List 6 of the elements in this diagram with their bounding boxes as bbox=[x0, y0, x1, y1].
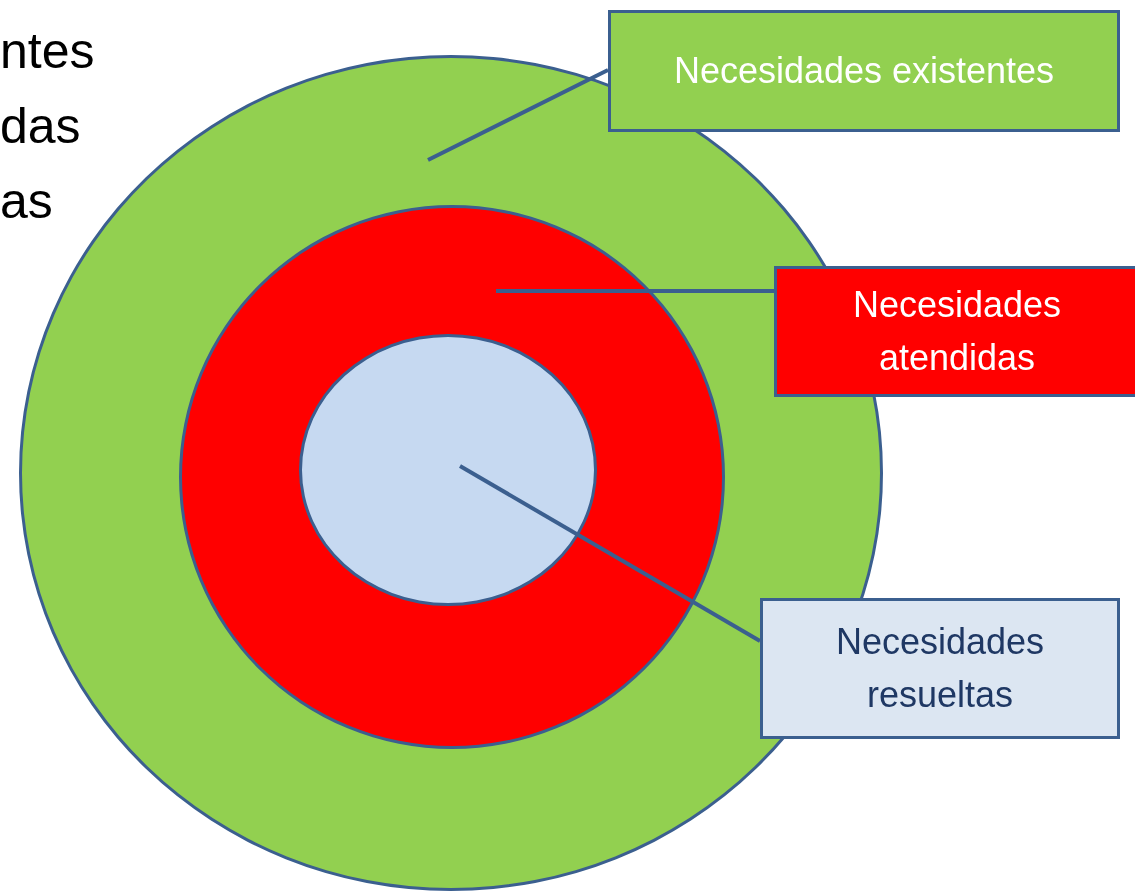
callout-box: Necesidades atendidas bbox=[774, 266, 1135, 397]
leader-line bbox=[427, 68, 609, 162]
leader-line bbox=[459, 464, 761, 643]
callout-box: Necesidades resueltas bbox=[760, 598, 1120, 739]
callout-box: Necesidades existentes bbox=[608, 10, 1120, 132]
leader-line bbox=[496, 289, 774, 293]
